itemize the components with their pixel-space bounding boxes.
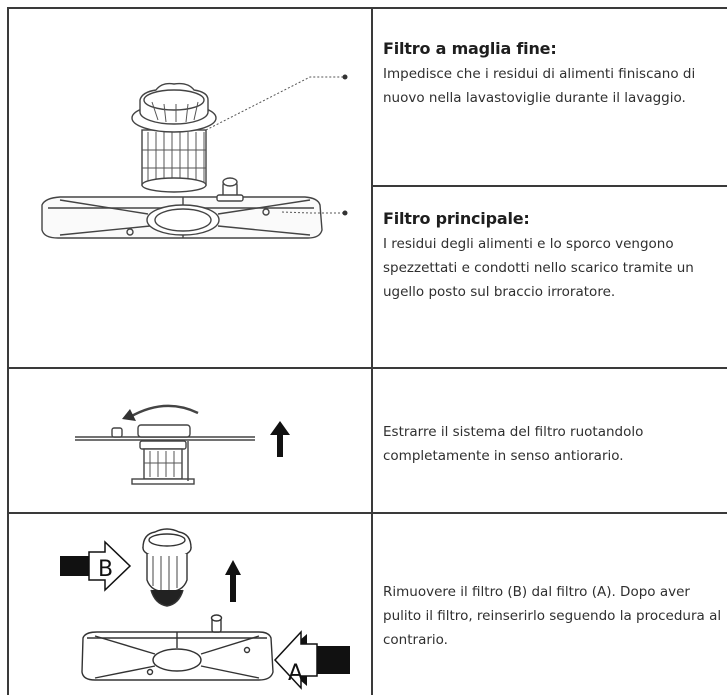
table-row-divider-2 (7, 512, 727, 514)
arrow-b-icon (60, 540, 132, 592)
separate-filter-instruction: Rimuovere il filtro (B) dal filtro (A). … (383, 580, 723, 652)
separate-filter-text: Rimuovere il filtro (B) dal filtro (A). … (383, 584, 722, 648)
table-row-divider-1 (7, 367, 727, 369)
main-filter-text: I residui degli alimenti e lo sporco ven… (383, 236, 694, 300)
label-a: A (288, 661, 303, 686)
remove-filter-instruction: Estrarre il sistema del filtro ruotandol… (383, 420, 723, 468)
arrow-a-icon (273, 630, 350, 690)
remove-filter-text: Estrarre il sistema del filtro ruotandol… (383, 424, 644, 464)
fine-mesh-filter-description: Filtro a maglia fine: Impedisce che i re… (383, 38, 723, 110)
rotate-filter-illustration (75, 404, 290, 485)
table-divider-cell-right (371, 185, 727, 187)
main-filter-heading: Filtro principale: (383, 209, 530, 228)
main-filter-description: Filtro principale: I residui degli alime… (383, 208, 723, 304)
table-border-left (7, 7, 9, 695)
fine-mesh-filter-text: Impedisce che i residui di alimenti fini… (383, 66, 696, 106)
label-b: B (98, 557, 113, 582)
table-border-top (7, 7, 727, 9)
filter-assembly-illustration (41, 74, 348, 239)
fine-mesh-filter-heading: Filtro a maglia fine: (383, 39, 557, 58)
table-divider-vertical (371, 7, 373, 695)
separate-filters-illustration: B A (60, 528, 350, 690)
